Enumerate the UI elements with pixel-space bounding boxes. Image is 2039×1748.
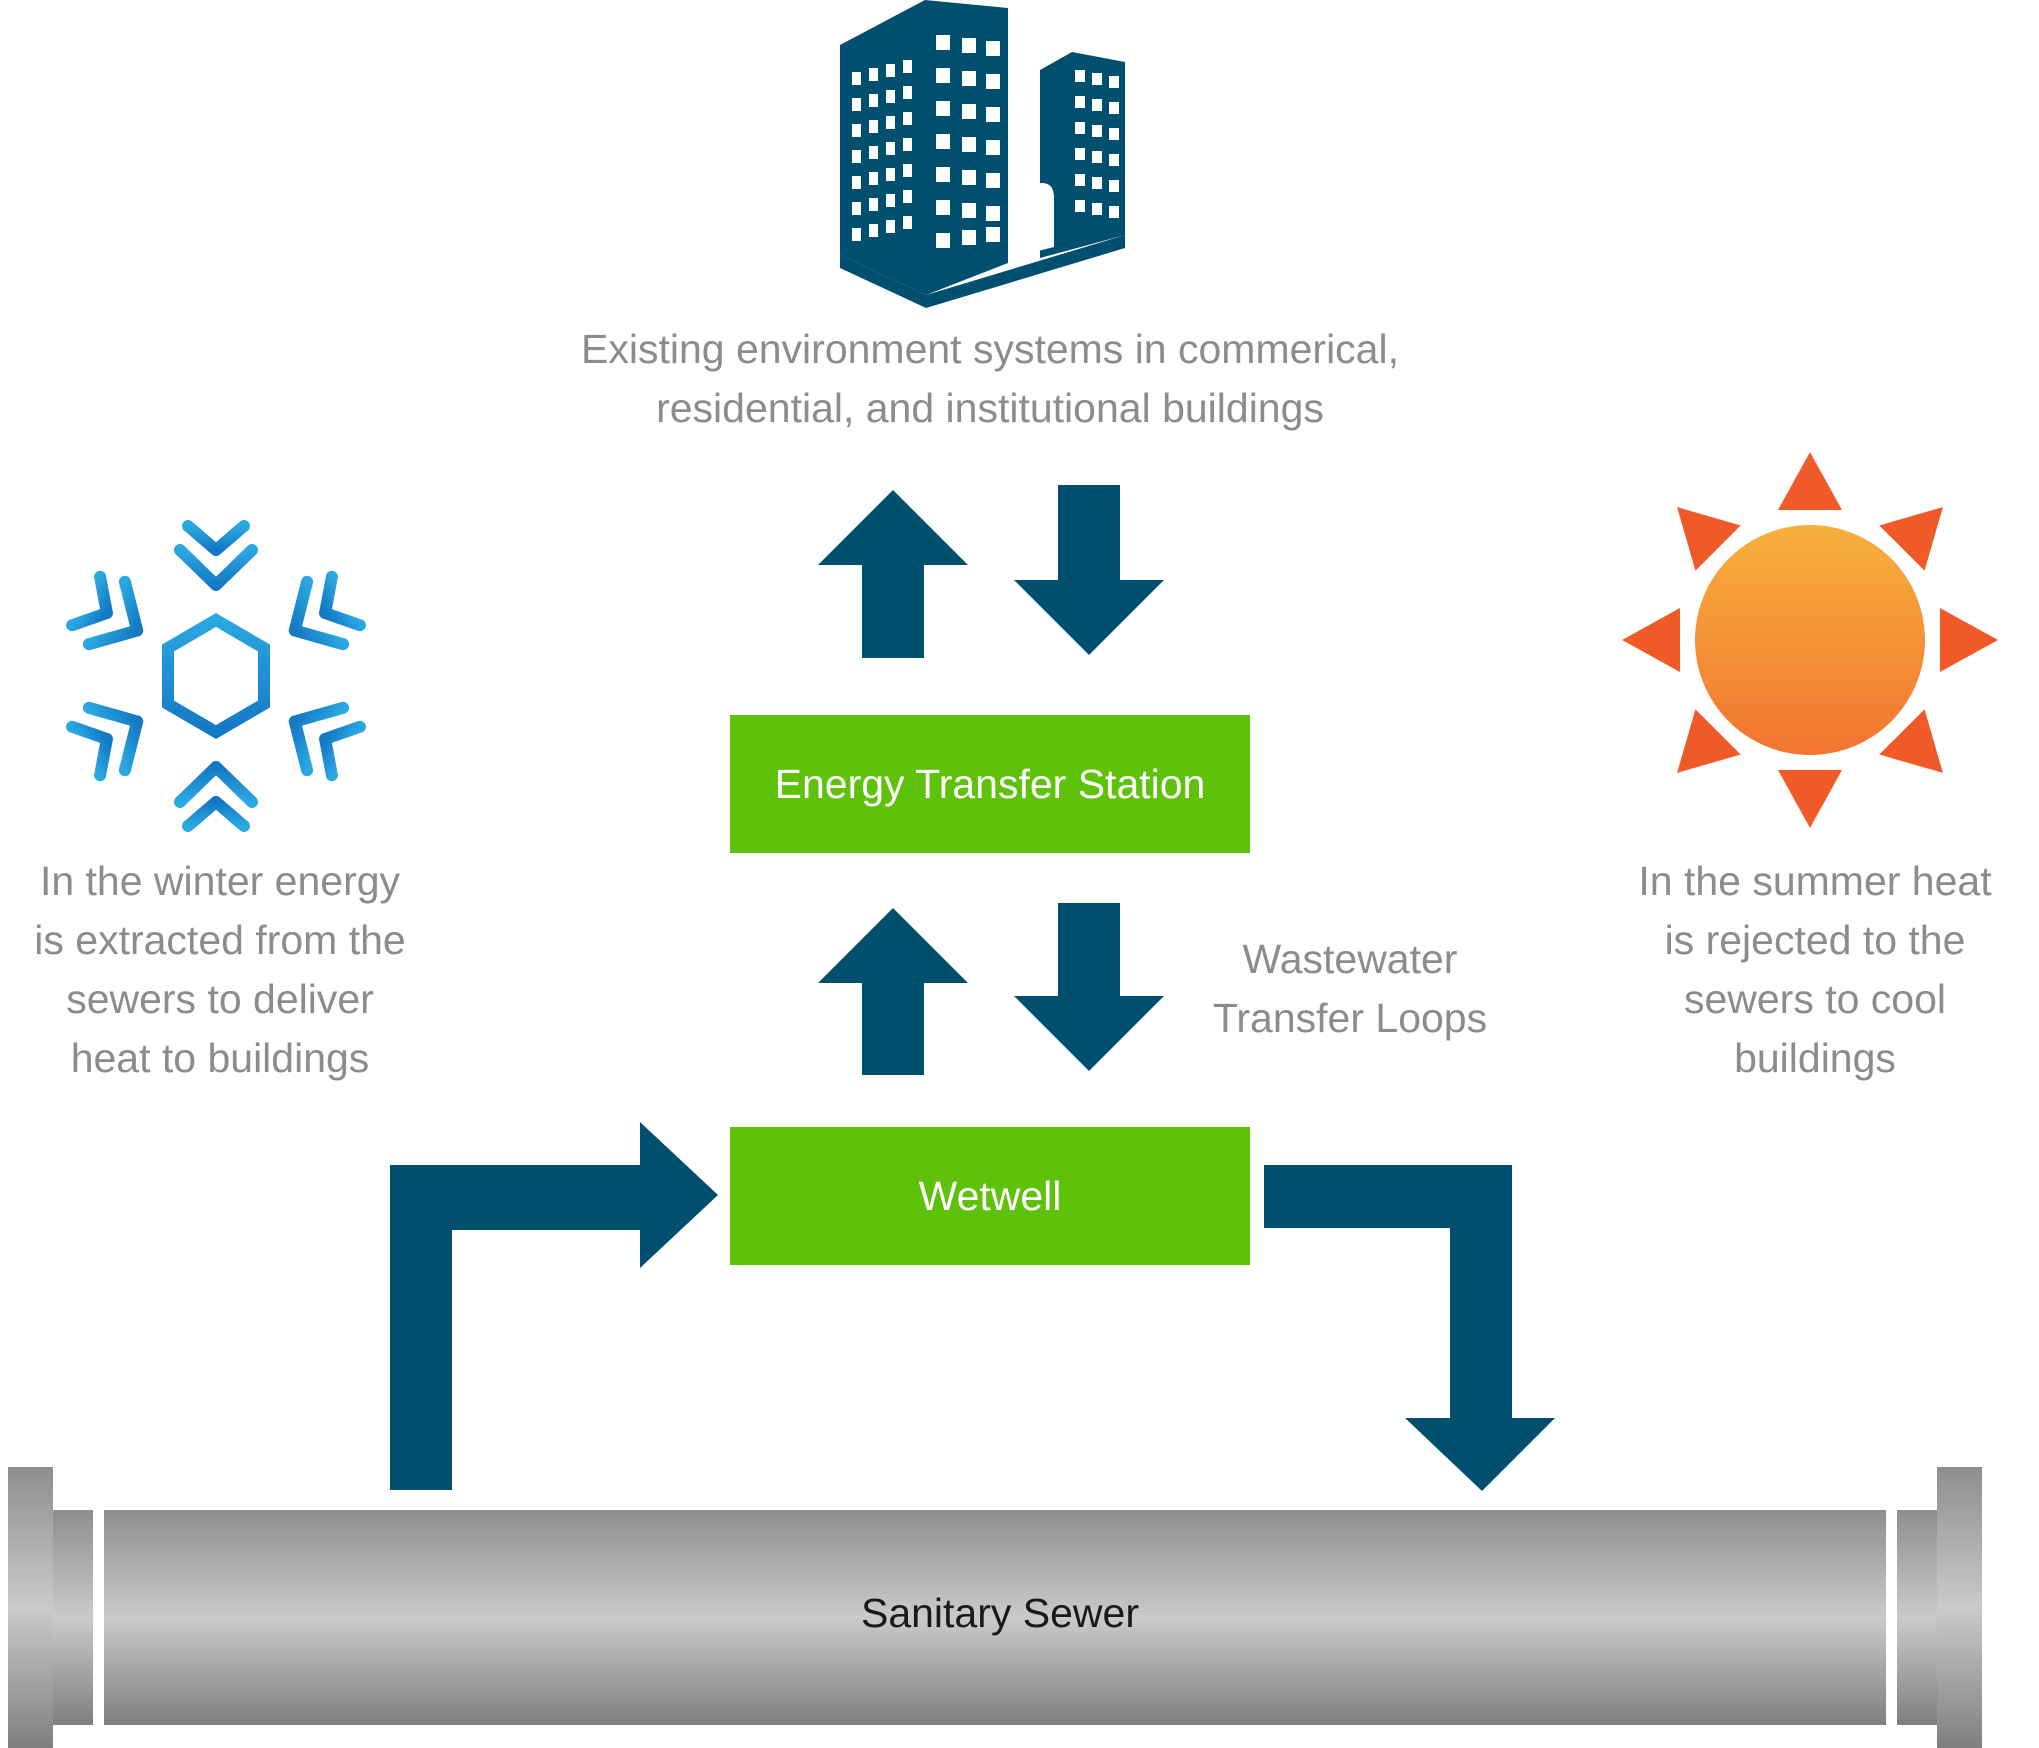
arrow-up-to-buildings — [818, 490, 968, 658]
wetwell-box: Wetwell — [730, 1127, 1250, 1265]
snowflake-icon — [54, 504, 378, 842]
building-icon — [840, 0, 1125, 308]
arrow-up-to-station — [818, 908, 968, 1075]
wetwell-label: Wetwell — [918, 1172, 1062, 1219]
arrow-down-to-station — [1014, 485, 1164, 655]
energy-transfer-station-label: Energy Transfer Station — [774, 760, 1206, 807]
buildings-caption: Existing environment systems in commeric… — [581, 326, 1399, 431]
arrow-sewer-to-wetwell — [390, 1122, 718, 1490]
sewer-pipe — [8, 1467, 1982, 1748]
arrow-wetwell-to-sewer — [1264, 1165, 1555, 1491]
sun-icon — [1622, 452, 1998, 828]
winter-caption: In the winter energy is extracted from t… — [34, 858, 406, 1081]
arrow-down-to-wetwell — [1014, 903, 1164, 1071]
summer-caption: In the summer heat is rejected to the se… — [1638, 858, 1992, 1081]
energy-transfer-station-box: Energy Transfer Station — [730, 715, 1250, 853]
wastewater-loops-caption: Wastewater Transfer Loops — [1212, 936, 1488, 1041]
sanitary-sewer-label: Sanitary Sewer — [860, 1590, 1139, 1636]
